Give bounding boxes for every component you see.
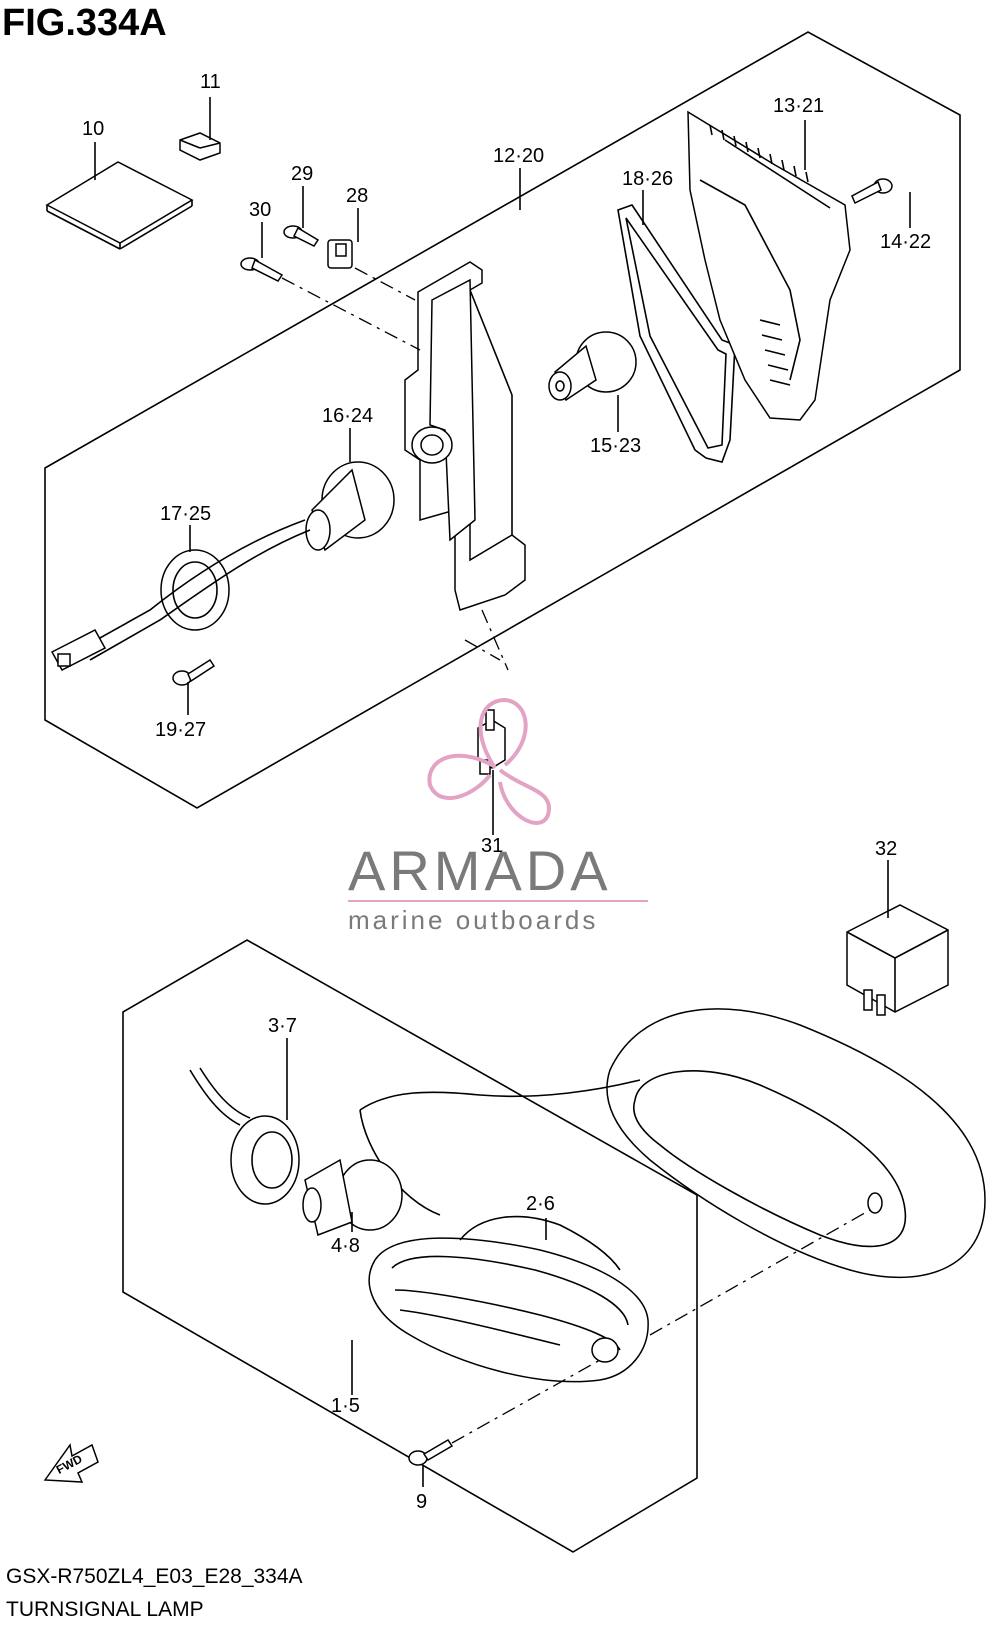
part-4-bulb xyxy=(302,1158,403,1237)
part-18-gasket xyxy=(617,204,736,463)
part-9-screw xyxy=(408,1438,454,1466)
part-3-socket xyxy=(189,1067,300,1205)
watermark-logo-icon xyxy=(427,697,552,825)
watermark-tagline: marine outboards xyxy=(348,905,599,935)
lower-group-frame xyxy=(122,939,698,1553)
model-code: GSX-R750ZL4_E03_E28_334A xyxy=(6,1565,303,1588)
part-12-housing xyxy=(404,261,526,611)
callout-28: 28 xyxy=(346,185,368,207)
part-2-lens xyxy=(368,1215,649,1383)
watermark-name: ARMADA xyxy=(348,839,612,902)
callout-32: 32 xyxy=(875,838,897,860)
callout-29: 29 xyxy=(291,163,313,185)
part-29-screw xyxy=(283,225,320,247)
callout-17-25: 17·25 xyxy=(160,503,211,525)
part-10-pad xyxy=(45,161,194,244)
callout-15-23: 15·23 xyxy=(590,435,641,457)
upper-group-frame xyxy=(44,31,961,809)
callout-16-24: 16·24 xyxy=(322,405,373,427)
mirror-housing xyxy=(359,1008,986,1279)
callout-2-6: 2·6 xyxy=(526,1193,555,1215)
callout-31: 31 xyxy=(481,835,503,857)
part-14-screw xyxy=(851,178,893,205)
callout-14-22: 14·22 xyxy=(880,231,931,253)
part-30-screw xyxy=(240,257,284,282)
callout-1-5: 1·5 xyxy=(331,1395,360,1417)
watermark-divider xyxy=(348,900,648,902)
part-16-socket xyxy=(305,461,395,552)
callout-12-20: 12·20 xyxy=(493,145,544,167)
figure-title: FIG.334A xyxy=(2,2,167,44)
callout-10: 10 xyxy=(82,118,104,140)
fwd-arrow-icon: FWD xyxy=(43,1443,99,1483)
part-13-lens xyxy=(687,110,851,421)
callout-4-8: 4·8 xyxy=(331,1235,360,1257)
callout-19-27: 19·27 xyxy=(155,719,206,741)
callout-13-21: 13·21 xyxy=(773,95,824,117)
callout-9: 9 xyxy=(416,1491,427,1513)
figure-name: TURNSIGNAL LAMP xyxy=(6,1598,204,1621)
callout-3-7: 3·7 xyxy=(268,1015,297,1037)
part-32-relay xyxy=(846,904,949,1016)
part-28-clip xyxy=(327,239,353,269)
callout-11: 11 xyxy=(200,71,221,93)
callout-30: 30 xyxy=(249,199,271,221)
part-17-grommet xyxy=(50,519,311,671)
callout-18-26: 18·26 xyxy=(622,168,673,190)
part-19-screw xyxy=(172,658,216,686)
part-11-block xyxy=(179,132,221,161)
part-15-bulb xyxy=(548,331,637,402)
